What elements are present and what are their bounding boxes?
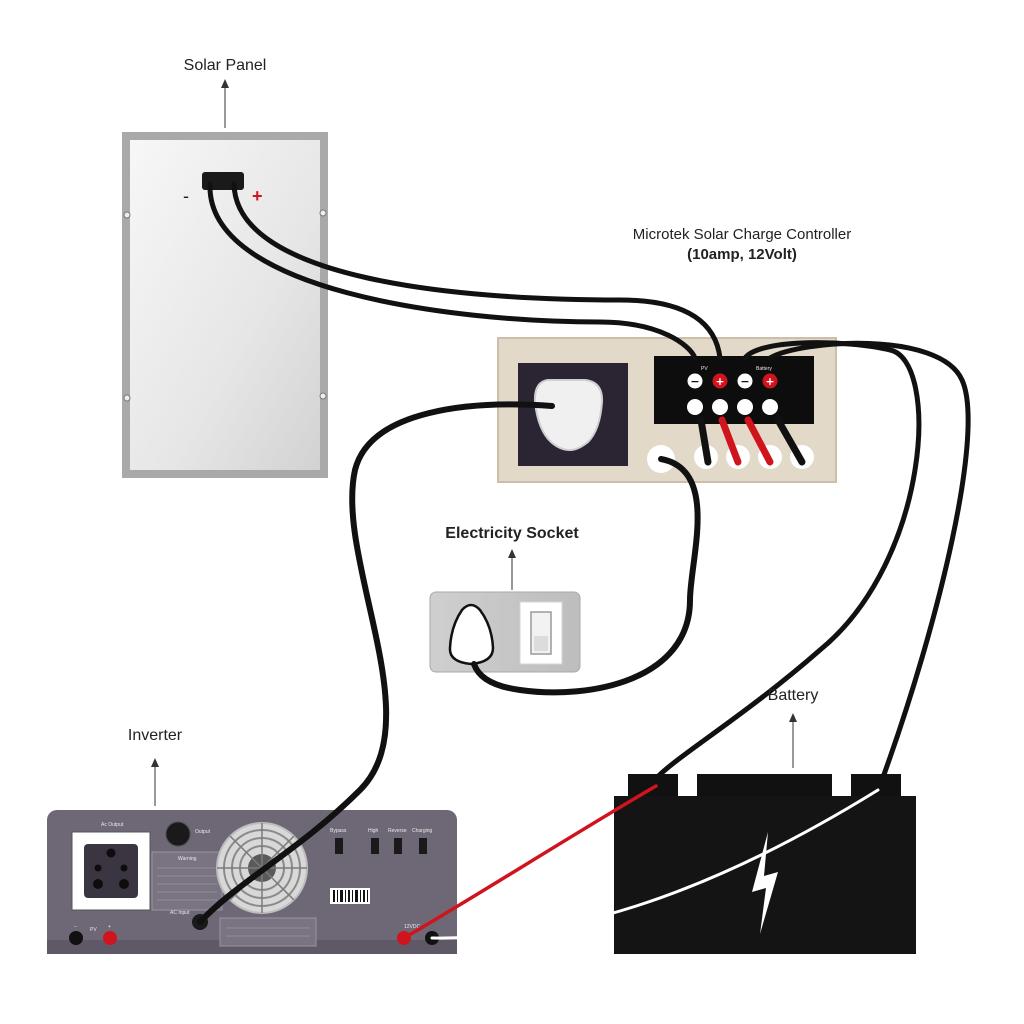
inverter-dc-label: 12VDC — [404, 924, 421, 930]
controller-spec: (10amp, 12Volt) — [687, 246, 797, 263]
arrow-head-icon — [789, 713, 797, 722]
terminal-lead — [697, 416, 712, 466]
inverter-switch — [419, 838, 427, 854]
inverter-switch-label: Bypass — [330, 828, 347, 834]
socket-plug — [448, 603, 495, 666]
arrow-head-icon — [221, 79, 229, 88]
charge-controller: PV Battery − + − + — [497, 337, 837, 483]
panel-plus-label: + — [252, 186, 263, 206]
arrow-head-icon — [508, 549, 516, 558]
inverter-pv-label: PV — [90, 927, 97, 933]
pv-positive-cable — [231, 181, 723, 361]
inverter-switch-label: Charging — [412, 828, 433, 834]
inverter-rating-plate — [219, 917, 317, 947]
labels: Solar Panel Microtek Solar Charge Contro… — [128, 57, 851, 806]
battery-pos-post — [851, 774, 901, 798]
battery-label: Battery — [768, 687, 819, 704]
panel-mount-hole — [123, 211, 131, 219]
white-battery-wire — [430, 788, 880, 940]
inverter-pv-plus-terminal — [103, 931, 117, 945]
terminal-screw — [712, 399, 728, 415]
inverter-switch — [371, 838, 379, 854]
terminal-pv-plus-icon — [712, 373, 728, 389]
inverter-switch-label: Reverse — [388, 828, 407, 834]
electricity-socket-label: Electricity Socket — [445, 525, 579, 542]
terminal-screw — [737, 399, 753, 415]
red-battery-wire — [402, 784, 658, 940]
inverter-barcode — [330, 888, 370, 904]
solar-panel-label: Solar Panel — [184, 57, 267, 74]
inverter-label: Inverter — [128, 727, 183, 744]
terminal-pv-minus-icon — [687, 373, 703, 389]
inverter-ac-input-cable — [197, 401, 555, 925]
svg-text:+: + — [108, 924, 111, 930]
inverter-switch — [394, 838, 402, 854]
terminal-lead — [774, 416, 806, 466]
terminal-screw — [762, 399, 778, 415]
controller-pv-label: PV — [701, 366, 708, 372]
panel-minus-label: - — [183, 186, 189, 206]
terminal-bat-plus-icon — [762, 373, 778, 389]
inverter-output-label: Output — [195, 829, 211, 835]
electricity-socket — [429, 591, 581, 673]
panel-mount-hole — [123, 394, 131, 402]
inverter-switch — [335, 838, 343, 854]
battery-positive-cable — [767, 340, 971, 783]
terminal-bat-minus-icon — [737, 373, 753, 389]
terminal-lead — [718, 416, 742, 466]
panel-mount-hole — [319, 209, 327, 217]
inverter-switch-label: High — [368, 828, 379, 834]
inverter: Ac Output Output Warning — [47, 810, 457, 954]
terminal-block — [654, 356, 814, 424]
arrow-head-icon — [151, 758, 159, 767]
socket-cable — [471, 456, 701, 696]
panel-mount-hole — [319, 392, 327, 400]
cables — [197, 181, 971, 940]
svg-text:−: − — [74, 924, 77, 930]
battery — [614, 774, 916, 954]
battery-cap — [697, 774, 832, 798]
inverter-pv-minus-terminal — [69, 931, 83, 945]
terminal-sign: − — [690, 375, 699, 388]
inverter-ac-input-label: AC Input — [170, 910, 190, 916]
solar-panel: - + — [122, 132, 328, 478]
terminal-sign: − — [740, 375, 749, 388]
terminal-sign: + — [765, 375, 774, 388]
controller-title: Microtek Solar Charge Controller — [633, 226, 851, 243]
inverter-output-knob — [165, 821, 191, 847]
lightning-bolt-icon — [752, 832, 778, 934]
terminal-screw — [687, 399, 703, 415]
controller-battery-label: Battery — [756, 366, 772, 372]
inverter-ac-output-label: Ac Output — [101, 822, 124, 828]
svg-text:Warning: Warning — [178, 856, 197, 862]
pv-negative-cable — [207, 181, 698, 361]
terminal-sign: + — [715, 375, 724, 388]
terminal-lead — [744, 416, 774, 466]
